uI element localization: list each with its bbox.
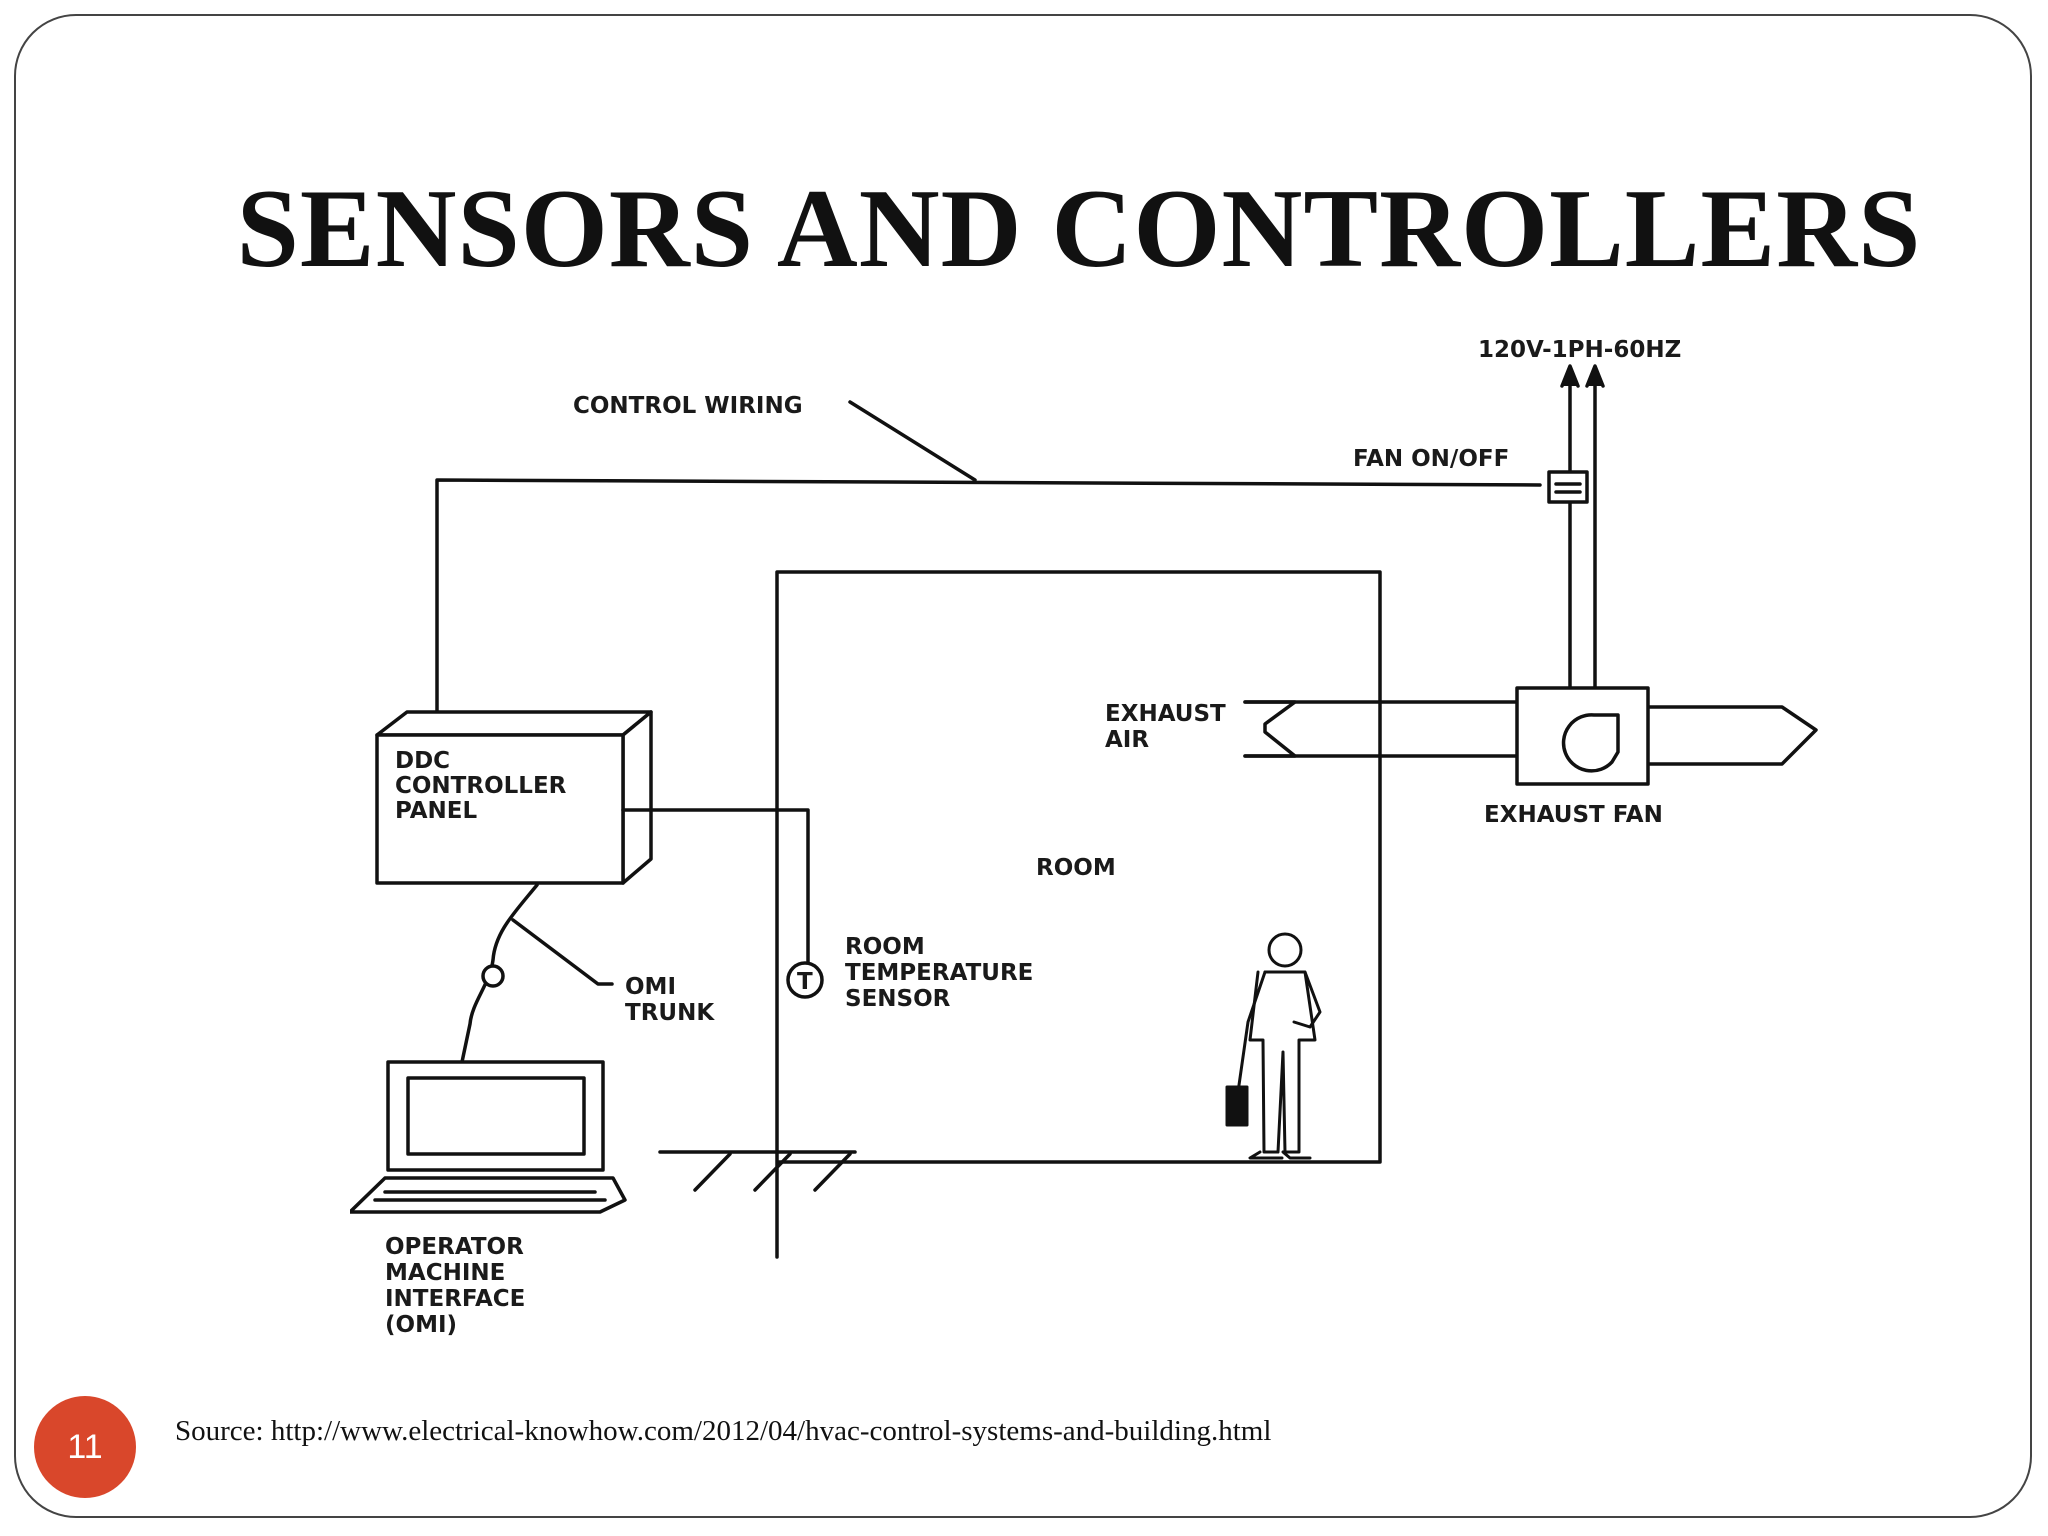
ddc-panel-label-3: PANEL [395, 798, 478, 824]
room-wall [775, 570, 1382, 1259]
omi-label-4: (OMI) [385, 1312, 457, 1338]
diagram-svg: 120V-1PH-60HZ CONTROL WIRING FAN ON/OFF … [348, 337, 1818, 1338]
exhaust-air-label-2: AIR [1105, 727, 1149, 753]
sensor-wiring [621, 808, 810, 982]
room-sensor-label-3: SENSOR [845, 986, 951, 1012]
omi-label-2: MACHINE [385, 1260, 505, 1286]
power-arrow-1 [1560, 364, 1580, 388]
slide-title: SENSORS AND CONTROLLERS [236, 167, 1922, 291]
ddc-panel-side [621, 710, 653, 885]
floor-hatch-1 [693, 1152, 732, 1192]
source-citation: Source: http://www.electrical-knowhow.co… [175, 1415, 1272, 1447]
fan-switch-label: FAN ON/OFF [1353, 446, 1509, 472]
exhaust-fan-label: EXHAUST FAN [1484, 802, 1663, 828]
omi-trunk-leader [511, 918, 614, 986]
fan-switch [1547, 470, 1589, 504]
exhaust-duct-intake [1243, 700, 1297, 758]
control-wiring-label: CONTROL WIRING [573, 393, 803, 419]
control-wiring-leader [848, 400, 977, 482]
omi-trunk [460, 883, 539, 1064]
power-arrow-2 [1585, 364, 1605, 388]
person-figure [1225, 932, 1322, 1160]
omi-trunk-label-2: TRUNK [625, 1000, 715, 1026]
ddc-panel-top [375, 710, 653, 737]
ddc-panel-label-1: DDC [395, 748, 450, 774]
room-sensor-label-2: TEMPERATURE [845, 960, 1033, 986]
room-sensor-label-1: ROOM [845, 934, 925, 960]
hvac-control-diagram: 120V-1PH-60HZ CONTROL WIRING FAN ON/OFF … [348, 322, 1840, 1350]
floor-hatch-2 [753, 1152, 792, 1192]
omi-label-1: OPERATOR [385, 1234, 524, 1260]
power-supply-label: 120V-1PH-60HZ [1478, 337, 1681, 363]
omi-label-3: INTERFACE [385, 1286, 525, 1312]
page-number-badge: 11 [34, 1396, 136, 1498]
omi-trunk-label-1: OMI [625, 974, 676, 1000]
room-label: ROOM [1036, 855, 1116, 881]
exhaust-duct-outlet [1646, 705, 1818, 766]
exhaust-fan-icon [1561, 713, 1620, 773]
trunk-loop [481, 964, 505, 988]
floor-hatch-3 [813, 1152, 852, 1192]
temperature-sensor-symbol: T [797, 969, 813, 995]
control-wiring [435, 478, 1542, 714]
omi-screen [406, 1076, 586, 1156]
exhaust-air-label-1: EXHAUST [1105, 701, 1226, 727]
temperature-sensor [786, 961, 824, 999]
omi-monitor [386, 1060, 605, 1172]
omi-keyboard [348, 1176, 627, 1214]
ddc-panel-label-2: CONTROLLER [395, 773, 567, 799]
slide-frame [14, 14, 2032, 1518]
